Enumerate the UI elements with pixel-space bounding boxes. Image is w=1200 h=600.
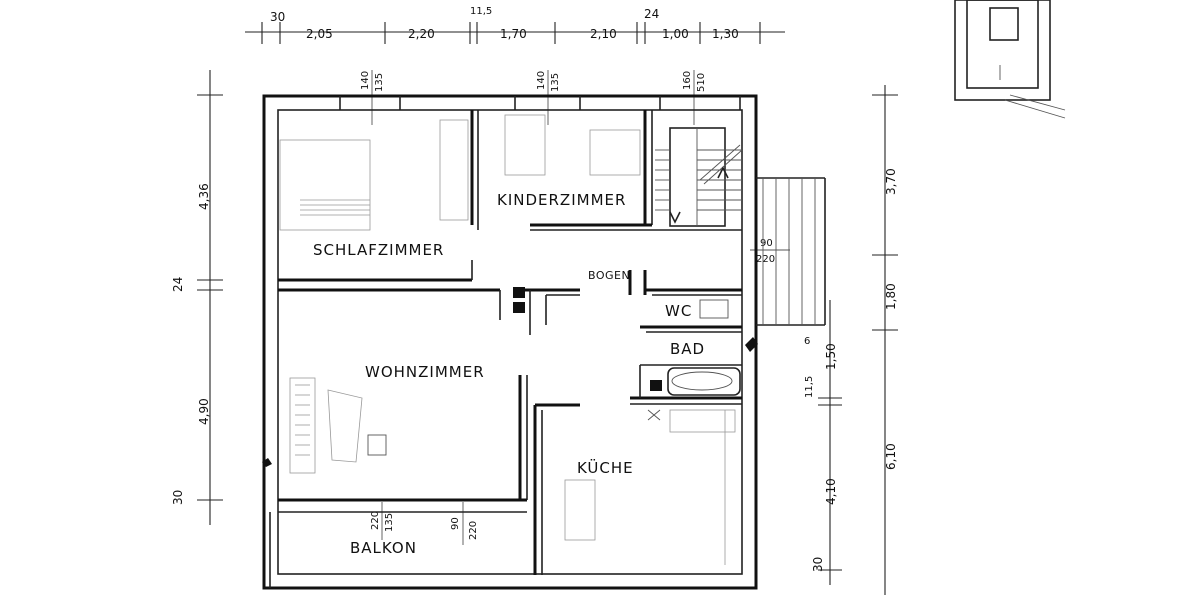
door-balkon-bottom: 220 [468,521,479,540]
door-balkon-top: 90 [450,517,461,530]
chimney-kitchen [650,380,662,391]
chimney-1 [513,287,525,298]
chimney-2 [513,302,525,313]
interior-walls [262,110,742,588]
left-dimension-chain: 4,36 24 4,90 30 [171,70,223,525]
dim-right-6: 6 [804,336,810,347]
staircase [655,127,743,227]
door-stair-bottom: 220 [756,254,775,265]
win-wz-bottom: 135 [384,513,395,532]
dim-top-2-20: 2,20 [408,27,435,41]
dim-top-30: 30 [270,10,285,24]
win-kz-bottom: 135 [550,73,561,92]
dim-right-1-50: 1,50 [824,343,838,370]
exterior-steps [756,177,826,326]
win-stair-bottom: 510 [696,73,707,92]
win-stair-top: 160 [682,71,693,90]
win-sz-bottom: 135 [374,73,385,92]
dim-top-2-05: 2,05 [306,27,333,41]
dim-left-24: 24 [171,277,185,292]
room-wohnzimmer: WOHNZIMMER [365,363,485,381]
win-wz-top: 220 [370,511,381,530]
win-sz-top: 140 [360,71,371,90]
window-dimension-labels: 140 135 140 135 160 510 220 135 90 220 9… [360,70,790,545]
dim-left-4-36: 4,36 [197,183,211,210]
room-balkon: BALKON [350,539,417,557]
right-dimension-chains: 1,50 11,5 4,10 30 6 3,70 1,80 6,10 [804,85,898,595]
dim-top-2-10: 2,10 [590,27,617,41]
door-stair-top: 90 [760,238,773,249]
dim-left-30: 30 [171,490,185,505]
dim-top-1-00: 1,00 [662,27,689,41]
room-wc: WC [665,302,692,320]
dim-right-11-5: 11,5 [804,376,815,398]
room-bad: BAD [670,340,705,358]
dim-right-6-10: 6,10 [884,443,898,470]
room-kueche: KÜCHE [577,458,634,477]
dim-right-1-80: 1,80 [884,283,898,310]
top-dimension-chain: 30 2,05 2,20 11,5 1,70 2,10 24 1,00 1,30 [245,6,785,44]
site-plan-inset [954,0,1066,119]
chimneys [513,287,662,391]
entry-mark-right [745,337,758,352]
dim-top-24: 24 [644,7,659,21]
room-schlafzimmer: SCHLAFZIMMER [313,241,444,259]
dim-top-1-30: 1,30 [712,27,739,41]
dim-right-3-70: 3,70 [884,168,898,195]
entry-mark-left [262,458,272,467]
dim-right-30: 30 [811,557,825,572]
furniture [279,114,741,565]
dim-right-4-10: 4,10 [824,478,838,505]
dim-top-1-70: 1,70 [500,27,527,41]
label-bogen: BOGEN [588,269,630,282]
dim-left-4-90: 4,90 [197,398,211,425]
room-kinderzimmer: KINDERZIMMER [497,191,626,209]
dim-top-11-5: 11,5 [470,6,492,17]
win-kz-top: 140 [536,71,547,90]
